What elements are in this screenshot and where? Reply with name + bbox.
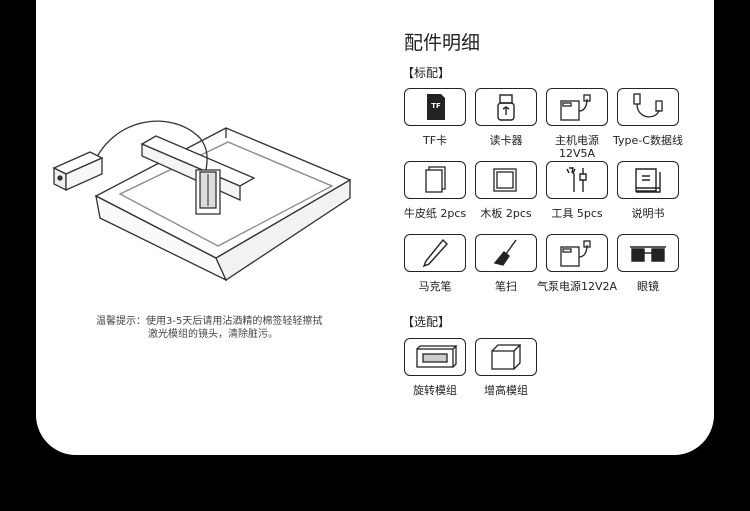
optional-section-label: 【选配】	[402, 315, 451, 329]
tf-card-icon: TF	[427, 94, 445, 120]
tile-marker	[404, 234, 466, 272]
tile-goggles	[617, 234, 679, 272]
tile-rotary-module	[404, 338, 466, 376]
tile-tf-card: TF	[404, 88, 466, 126]
card-reader-icon	[497, 94, 515, 121]
label-manual: 说明书	[631, 207, 665, 220]
tip-line-1: 温馨提示：使用3-5天后请用沾酒精的棉签轻轻擦拭	[96, 316, 323, 327]
label-power-adapter-line2: 12V5A	[558, 147, 596, 160]
tile-riser-module	[475, 338, 537, 376]
brush-icon	[493, 239, 517, 266]
label-goggles: 眼镜	[637, 280, 659, 293]
laser-engraver-illustration	[52, 120, 352, 282]
tile-manual	[617, 161, 679, 199]
goggles-icon	[630, 246, 666, 262]
label-pump-power: 气泵电源12V2A	[536, 280, 618, 293]
manual-icon	[635, 168, 661, 193]
label-power-adapter: 主机电源 12V5A	[532, 134, 622, 160]
tile-power-adapter	[546, 88, 608, 126]
page-title: 配件明细	[404, 32, 481, 54]
power-adapter-icon	[560, 94, 591, 121]
rotary-module-icon	[416, 345, 458, 368]
label-riser-module: 增高模组	[484, 384, 528, 397]
riser-module-icon	[491, 344, 522, 370]
maintenance-tip: 温馨提示：使用3-5天后请用沾酒精的棉签轻轻擦拭 激光模组的镜头，清除脏污。	[96, 315, 322, 341]
tile-wood-board	[475, 161, 537, 199]
usb-cable-icon	[633, 93, 663, 118]
label-wood-board: 木板 2pcs	[480, 207, 532, 220]
tools-icon	[566, 167, 587, 192]
tile-card-reader	[475, 88, 537, 126]
tile-kraft-paper	[404, 161, 466, 199]
pump-power-icon	[560, 240, 591, 267]
tile-brush	[475, 234, 537, 272]
wood-board-icon	[493, 168, 517, 192]
label-rotary-module: 旋转模组	[413, 384, 457, 397]
svg-text:TF: TF	[431, 102, 441, 110]
label-brush: 笔扫	[495, 280, 517, 293]
standard-section-label: 【标配】	[402, 66, 451, 80]
tip-line-2: 激光模组的镜头，清除脏污。	[148, 329, 278, 340]
kraft-paper-icon	[425, 166, 446, 193]
label-marker: 马克笔	[418, 280, 452, 293]
tile-tools	[546, 161, 608, 199]
tile-usb-cable	[617, 88, 679, 126]
marker-icon	[422, 238, 448, 268]
label-usb-cable: Type-C数据线	[613, 134, 683, 147]
label-kraft-paper: 牛皮纸 2pcs	[403, 207, 467, 220]
label-tf-card: TF卡	[422, 134, 448, 147]
label-tools: 工具 5pcs	[551, 207, 603, 220]
tile-pump-power	[546, 234, 608, 272]
label-card-reader: 读卡器	[489, 134, 523, 147]
label-power-adapter-line1: 主机电源	[555, 134, 599, 147]
